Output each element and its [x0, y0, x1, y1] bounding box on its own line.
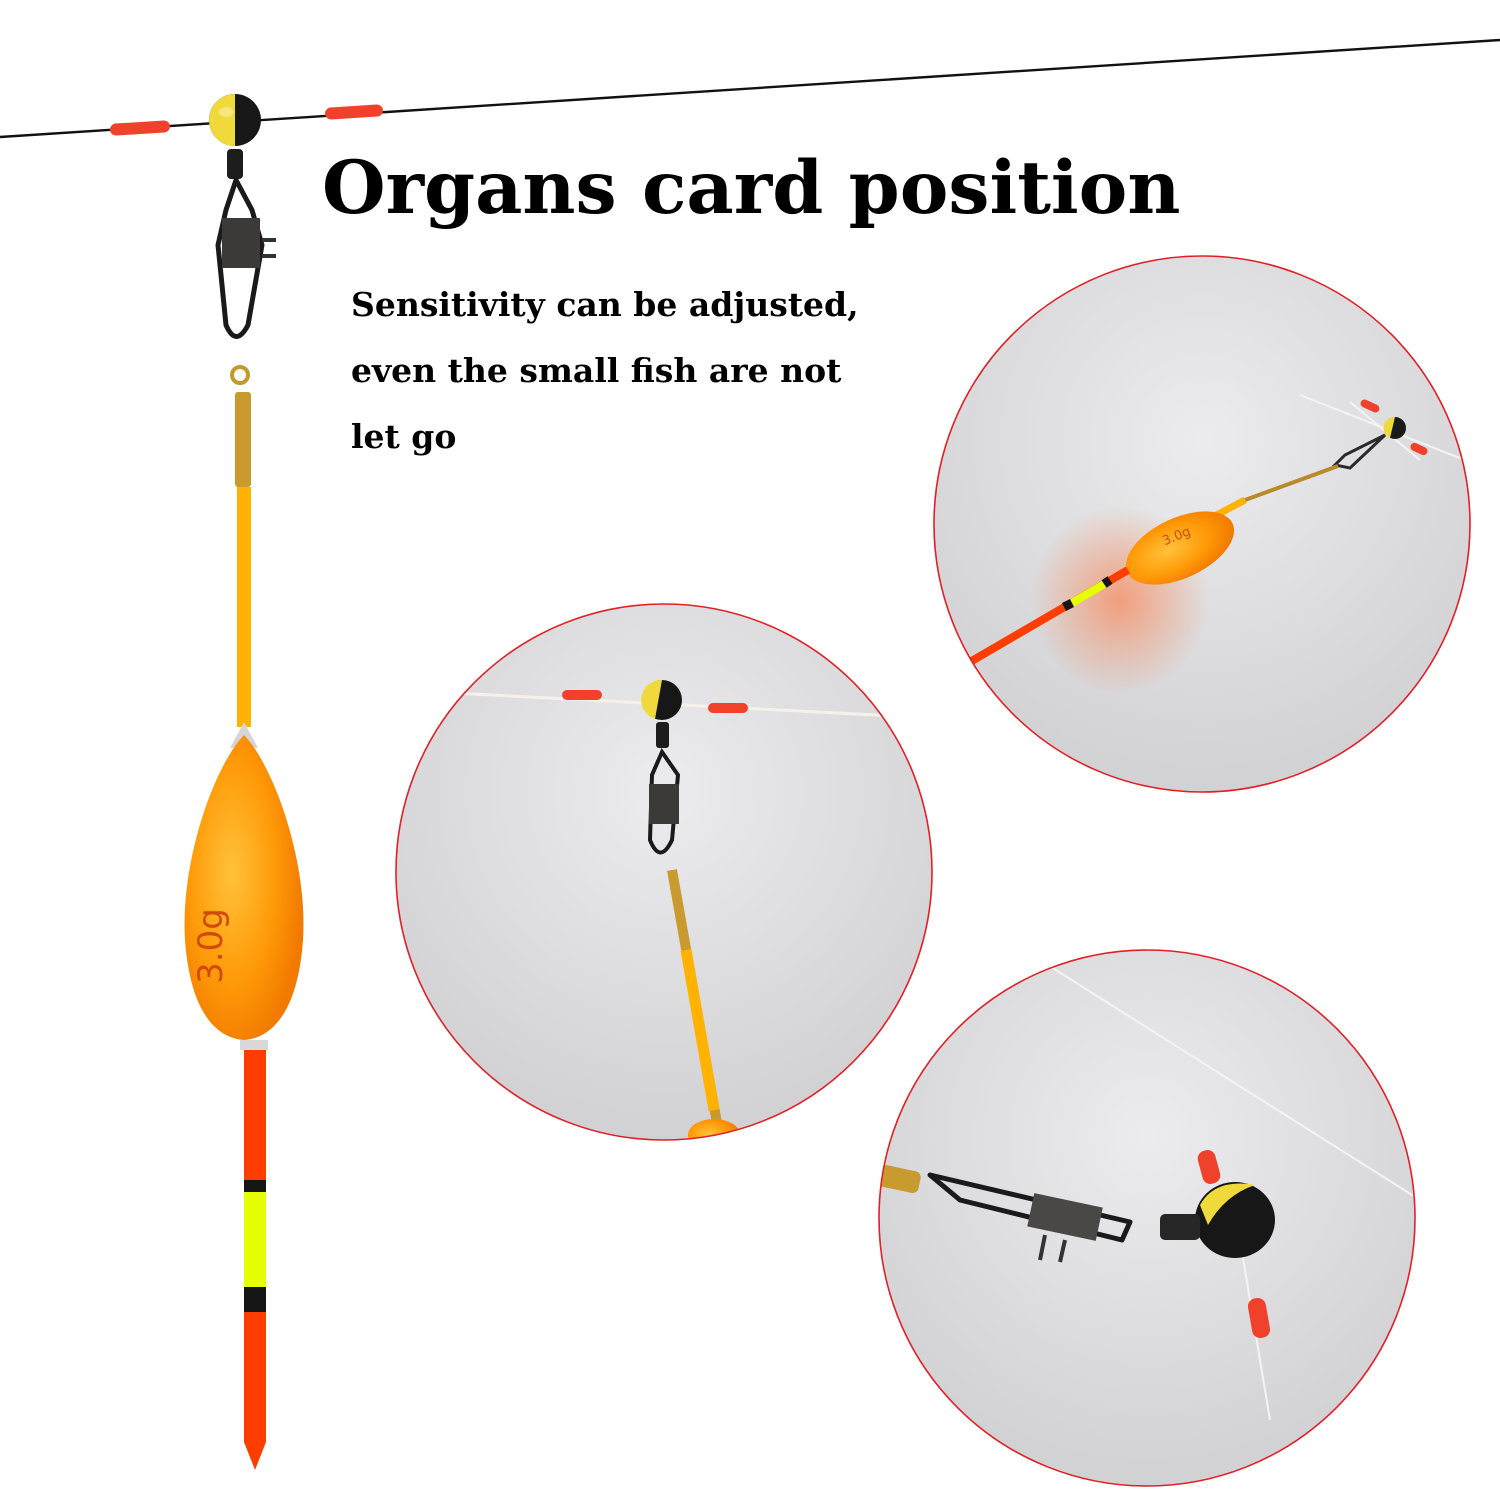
circle-border — [395, 603, 933, 1141]
swivel-icon — [227, 149, 243, 179]
circle-border — [878, 949, 1416, 1487]
description-line-1: Sensitivity can be adjusted, — [351, 285, 859, 324]
detail-circle-stopper-closeup — [395, 603, 933, 1141]
description: Sensitivity can be adjusted, even the sm… — [351, 272, 951, 470]
brass-connector — [235, 392, 251, 487]
float-stem — [237, 487, 251, 727]
line-stopper-right — [325, 104, 383, 120]
line-stopper-left — [110, 120, 170, 136]
float-tip — [244, 1050, 266, 1470]
headline: Organs card position — [322, 145, 1181, 231]
float-body — [184, 735, 304, 1040]
detail-circle-float-closeup: 3.0g — [933, 255, 1471, 793]
detail-circle-snap-closeup — [878, 949, 1416, 1487]
circle-border — [933, 255, 1471, 793]
bead-icon — [209, 94, 261, 146]
description-line-2: even the small fish are not — [351, 351, 842, 390]
float-weight-label: 3.0g — [191, 908, 231, 984]
snap-clip-icon — [215, 177, 265, 339]
description-line-3: let go — [351, 417, 457, 456]
main-float-assembly: 3.0g — [0, 38, 1500, 1470]
